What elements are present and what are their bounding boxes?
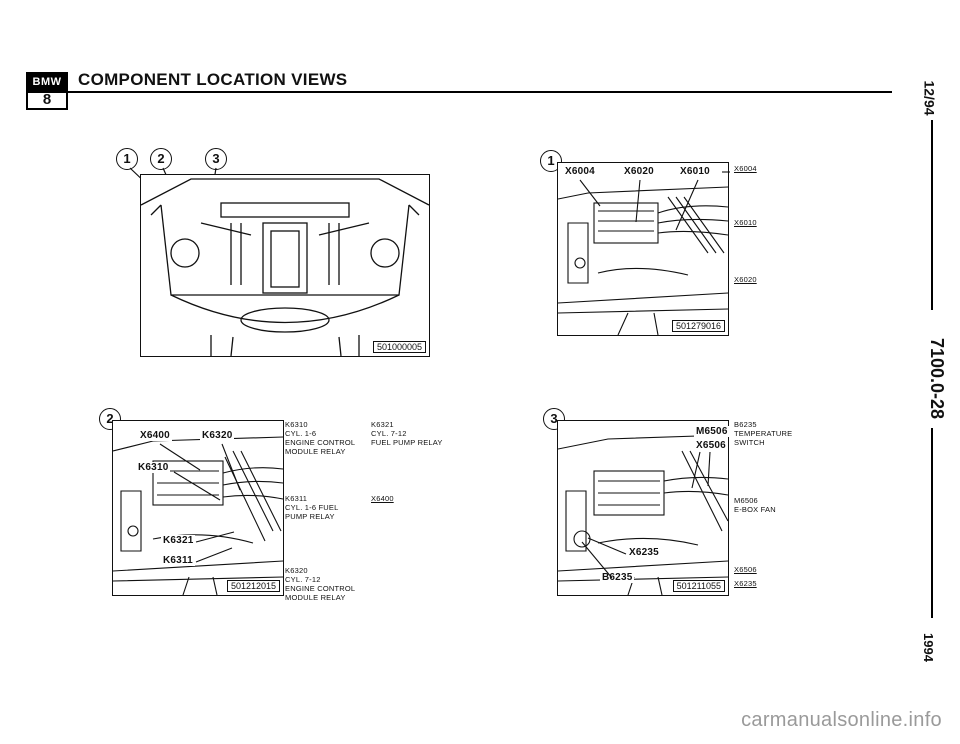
rail-line-1 — [931, 120, 933, 310]
legend-k6321: K6321 CYL. 7-12 FUEL PUMP RELAY — [371, 420, 443, 447]
label-k6321: K6321 — [161, 535, 196, 546]
legend-b6235: B6235 TEMPERATURE SWITCH — [734, 420, 793, 447]
legend-m6506: M6506 E-BOX FAN — [734, 496, 776, 514]
label-x6506: X6506 — [694, 440, 728, 451]
legend-k6311: K6311 CYL. 1-6 FUEL PUMP RELAY — [285, 494, 339, 521]
label-x6020: X6020 — [622, 166, 656, 177]
figure-id-501000005: 501000005 — [372, 341, 426, 353]
legend-x6400: X6400 — [371, 494, 394, 503]
page-title: COMPONENT LOCATION VIEWS — [78, 70, 348, 89]
logo-bottom-text: 8 — [42, 91, 52, 108]
label-x6400: X6400 — [138, 430, 172, 441]
figure-relay-detail-2: 501212015 — [112, 420, 284, 596]
legend-x6010: X6010 — [734, 218, 757, 227]
figure-id-501211055: 501211055 — [672, 580, 725, 592]
logo-top-text: BMW — [28, 74, 66, 91]
label-m6506: M6506 — [694, 426, 730, 437]
callout-1-detail: 1 — [540, 150, 562, 172]
header-rule — [26, 91, 892, 93]
relay-detail-2-drawing — [113, 436, 283, 595]
figure-fan-detail-3: 501211055 — [557, 420, 729, 596]
callout-1: 1 — [116, 148, 138, 170]
label-k6311: K6311 — [161, 555, 195, 566]
legend-x6235: X6235 — [734, 579, 757, 588]
label-x6004: X6004 — [563, 166, 597, 177]
figure-id-501212015: 501212015 — [226, 580, 280, 592]
figure-connector-detail-1: 501279016 — [557, 162, 729, 336]
label-k6320: K6320 — [200, 430, 235, 441]
legend-x6506: X6506 — [734, 565, 757, 574]
legend-k6310: K6310 CYL. 1-6 ENGINE CONTROL MODULE REL… — [285, 420, 356, 456]
connector-detail-1-drawing — [558, 186, 728, 335]
watermark-text: carmanualsonline.info — [741, 709, 942, 731]
label-k6310: K6310 — [136, 462, 171, 473]
engine-bay-overview-drawing — [141, 178, 429, 356]
rail-line-2 — [931, 428, 933, 618]
label-x6235: X6235 — [627, 547, 661, 558]
label-b6235: B6235 — [600, 572, 635, 583]
figure-id-501279016: 501279016 — [671, 320, 725, 332]
figure-engine-bay-overview: 501000005 — [140, 174, 430, 357]
legend-x6020: X6020 — [734, 275, 757, 284]
callout-2: 2 — [150, 148, 172, 170]
label-x6010: X6010 — [678, 166, 712, 177]
legend-x6004: X6004 — [734, 164, 757, 173]
legend-k6320: K6320 CYL. 7-12 ENGINE CONTROL MODULE RE… — [285, 566, 356, 602]
